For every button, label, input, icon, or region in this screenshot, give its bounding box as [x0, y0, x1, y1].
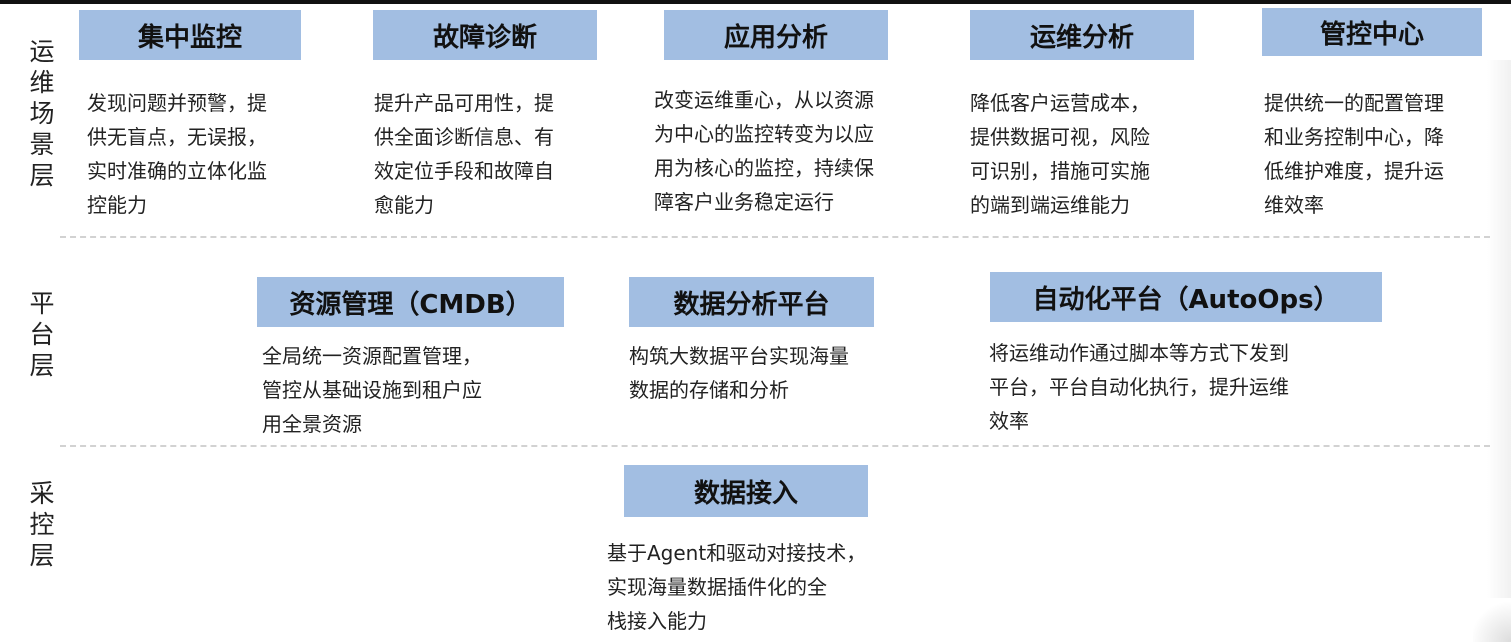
corner-shadow	[1473, 598, 1511, 642]
scenario-title-control-center: 管控中心	[1262, 8, 1482, 56]
platform-desc-data-analysis: 构筑大数据平台实现海量 数据的存储和分析	[629, 344, 849, 402]
scenario-title-fault-diagnosis: 故障诊断	[373, 10, 597, 60]
right-edge-shadow	[1487, 60, 1511, 620]
platform-title-cmdb: 资源管理（CMDB）	[257, 277, 564, 327]
scenario-title-application-analysis: 应用分析	[664, 10, 888, 60]
platform-desc-autoops: 将运维动作通过脚本等方式下发到 平台，平台自动化执行，提升运维 效率	[989, 341, 1289, 433]
layer-label-collection: 采 控 层	[29, 479, 55, 570]
separator-bottom	[60, 445, 1490, 447]
separator-top	[60, 236, 1490, 238]
collection-desc-data-access: 基于Agent和驱动对接技术， 实现海量数据插件化的全 栈接入能力	[607, 541, 867, 633]
scenario-desc-central-monitoring: 发现问题并预警，提 供无盲点，无误报， 实时准确的立体化监 控能力	[87, 91, 267, 217]
scenario-title-central-monitoring: 集中监控	[79, 10, 301, 60]
platform-desc-cmdb: 全局统一资源配置管理， 管控从基础设施到租户应 用全景资源	[262, 344, 482, 436]
scenario-desc-fault-diagnosis: 提升产品可用性，提 供全面诊断信息、有 效定位手段和故障自 愈能力	[374, 91, 554, 217]
layer-label-ops-scene: 运 维 场 景 层	[29, 37, 55, 190]
collection-title-data-access: 数据接入	[624, 465, 868, 517]
scenario-desc-application-analysis: 改变运维重心，从以资源 为中心的监控转变为以应 用为核心的监控，持续保 障客户业…	[654, 88, 874, 214]
platform-title-data-analysis: 数据分析平台	[629, 277, 874, 327]
top-border	[0, 0, 1511, 4]
scenario-title-ops-analysis: 运维分析	[970, 10, 1194, 60]
layer-label-platform: 平 台 层	[29, 289, 55, 380]
platform-title-autoops: 自动化平台（AutoOps）	[990, 272, 1382, 322]
scenario-desc-ops-analysis: 降低客户运营成本， 提供数据可视，风险 可识别，措施可实施 的端到端运维能力	[970, 91, 1150, 217]
scenario-desc-control-center: 提供统一的配置管理 和业务控制中心，降 低维护难度，提升运 维效率	[1264, 91, 1444, 217]
